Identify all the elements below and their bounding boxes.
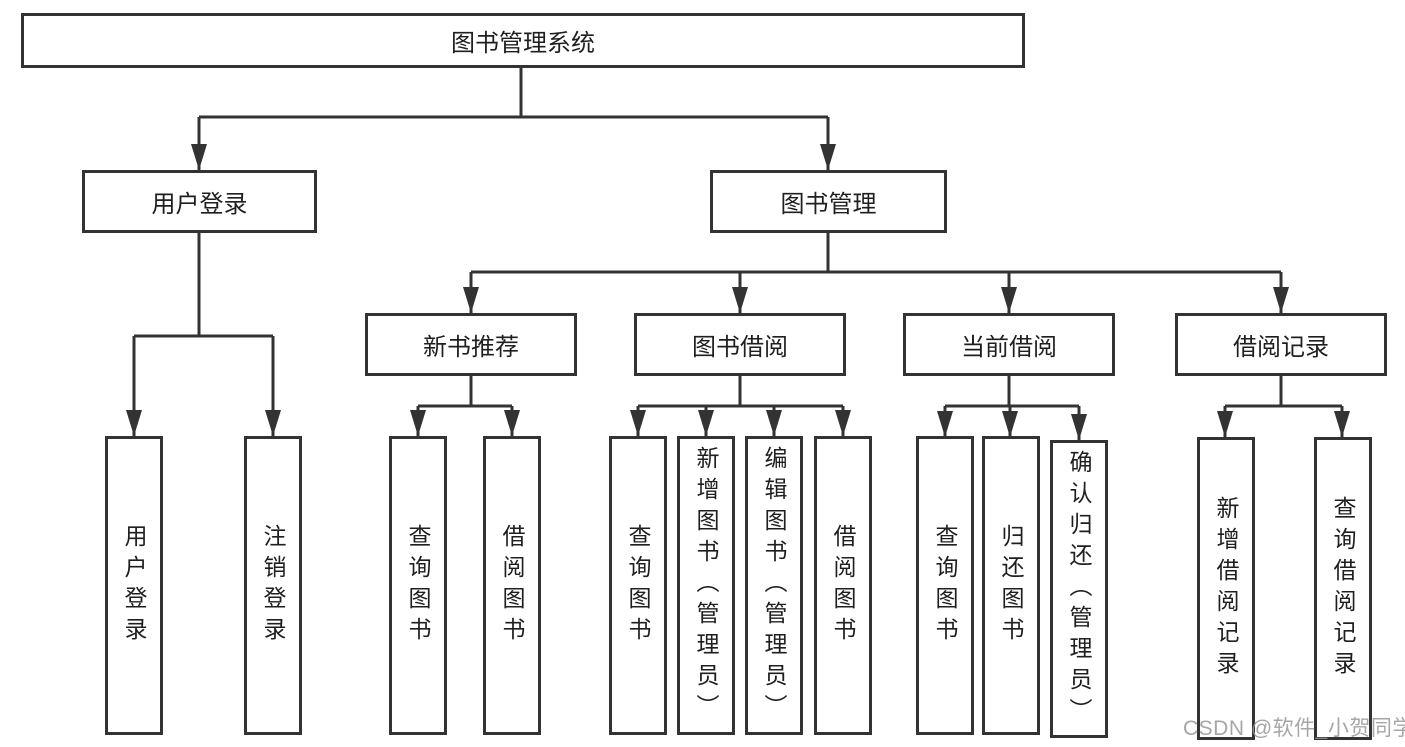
node-borrow-records: 借阅记录 [1175, 313, 1387, 376]
connector-segments [132, 68, 1344, 440]
leaf-query-borrow-record: 查询借阅记录 [1314, 437, 1372, 740]
leaf-user-login: 用户登录 [105, 436, 163, 735]
leaf-query-books: 查询图书 [916, 436, 974, 735]
leaf-confirm-return-admin: 确认归还（管理员） [1050, 440, 1108, 738]
leaf-edit-books-admin: 编辑图书（管理员） [745, 436, 803, 735]
leaf-borrow-books: 借阅图书 [814, 436, 872, 735]
node-current-borrow: 当前借阅 [903, 313, 1115, 376]
node-user-login: 用户登录 [82, 170, 317, 233]
node-book-management: 图书管理 [710, 170, 947, 233]
leaf-borrow-books: 借阅图书 [483, 436, 541, 735]
leaf-logout: 注销登录 [244, 436, 302, 735]
leaf-query-books: 查询图书 [609, 436, 667, 735]
leaf-return-books: 归还图书 [982, 436, 1040, 735]
leaf-add-borrow-record: 新增借阅记录 [1197, 437, 1255, 740]
node-book-borrow: 图书借阅 [634, 313, 846, 376]
node-library-system: 图书管理系统 [21, 13, 1025, 68]
arrowheads [126, 144, 1350, 440]
leaf-add-books-admin: 新增图书（管理员） [677, 436, 735, 735]
leaf-query-books: 查询图书 [389, 436, 447, 735]
csdn-watermark: CSDN @软件_小贺同学 [1183, 717, 1405, 740]
node-new-book-recommend: 新书推荐 [365, 313, 577, 376]
